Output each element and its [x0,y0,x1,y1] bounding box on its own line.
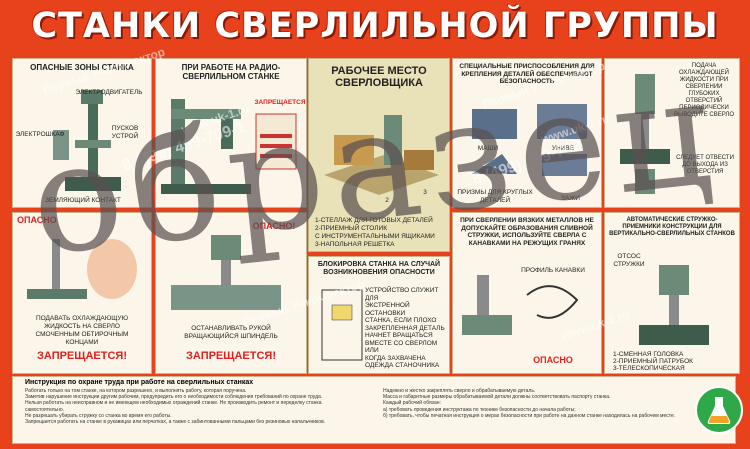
warn-label: ЗАПРЕЩАЕТСЯ [254,99,306,106]
legend-line: 2-ПРИЕМНЫЙ СТОЛИК [315,225,387,232]
legend-line: 1-СМЕННАЯ ГОЛОВКА [613,351,684,358]
panel-coolant-rag: ОПАСНО ПОДАВАТЬ ОХЛАЖДАЮЩУЮ ЖИДКОСТЬ НА … [12,212,152,374]
panel-title: ПРИ СВЕРЛЕНИИ ВЯЗКИХ МЕТАЛЛОВ НЕ ДОПУСКА… [460,217,594,247]
text-line: НАЧНЕТ ВРАЩАТЬСЯ [365,332,433,339]
prohibited-label: ЗАПРЕЩАЕТСЯ! [37,350,127,362]
warn-label: ОПАСНО! [252,221,296,231]
caption-line: ПОДАВАТЬ ОХЛАЖДАЮЩУЮ [35,315,129,322]
text-line: ЗАКРЕПЛЕННАЯ ДЕТАЛЬ [365,324,445,332]
radial-drill-illustration [161,99,297,194]
legend-line: С ИНСТРУМЕНТАЛЬНЫМИ ЯЩИКАМИ [315,233,435,240]
hand-drill-illustration [27,239,137,299]
panel-fixtures: СПЕЦИАЛЬНЫЕ ПРИСПОСОБЛЕНИЯ ДЛЯ КРЕПЛЕНИЯ… [452,58,602,208]
legend-line: 2-ПРИЕМНЫЙ ПАТРУБОК [613,358,693,365]
label-electric-cabinet: ЭЛЕКТРОШКАФ [15,131,65,138]
blocking-diagram [321,289,363,361]
panel-radial-drill: ПРИ РАБОТЕ НА РАДИО-СВЕРЛИЛЬНОМ СТАНКЕ З… [155,58,307,208]
receiver-illustration [639,265,709,345]
instruction-line: б) требовать, чтобы печатная инструкция … [383,412,676,419]
instructions-right: Надежно и жестко закреплять сверло и обр… [383,388,683,419]
panel-workplace: РАБОЧЕЕ МЕСТО СВЕРЛОВЩИКА 2 3 1-СТЕЛЛАЖ … [308,58,450,252]
fixtures-illustration [472,104,587,176]
label-vise: МАШИ [477,145,499,152]
instructions-left: Работать только на том станке, на которо… [25,388,355,425]
text-line: ОДЕЖДА СТАНОЧНИКА [365,362,440,369]
text-line: СТАНКА, ЕСЛИ ПЛОХО [365,317,437,324]
flask-logo-icon [695,386,743,434]
panel-danger-zones: ОПАСНЫЕ ЗОНЫ СТАНКА ЭЛЕКТРОДВИГАТЕЛЬ ПУС… [12,58,152,208]
legend-line: 3-НАПОЛЬНАЯ РЕШЕТКА [315,241,395,248]
label-universal: УНИВЕ [551,145,575,152]
caption-line: ЖИДКОСТЬ НА СВЕРЛО [44,323,120,330]
text-line: ВМЕСТЕ СО СВЕРЛОМ ИЛИ [365,339,438,355]
num-2: 2 [385,197,389,204]
panel-note: СЛЕДУЕТ ОТВЕСТИ ДО ВЫХОДА ИЗ ОТВЕРСТИЯ [676,155,734,175]
instruction-line: Запрещается работать на станке в рукавиц… [25,419,326,426]
instructions-title: Инструкция по охране труда при работе на… [25,379,254,386]
legend-line: 3-ТЕЛЕСКОПИЧЕСКАЯ [613,365,685,372]
prohibited-label: ЗАПРЕЩАЕТСЯ! [186,350,276,362]
warn-label: ОПАСНО [17,215,57,225]
panel-title: СПЕЦИАЛЬНЫЕ ПРИСПОСОБЛЕНИЯ ДЛЯ КРЕПЛЕНИЯ… [459,63,595,85]
instruction-line: Нельзя работать на неисправном и не имею… [25,400,322,413]
num-3: 3 [423,189,427,196]
panel-coolant: ПОДАЧА ОХЛАЖДАЮЩЕЙ ЖИДКОСТИ ПРИ СВЕРЛЕНИ… [604,58,740,208]
panel-chip-receiver: АВТОМАТИЧЕСКИЕ СТРУЖКО-ПРИЕМНИКИ КОНСТРУ… [604,212,740,374]
caption-line: СМОЧЕННЫМ ОБТИРОЧНЫМ [35,331,129,338]
text-line: ЭКСТРЕННОЙ ОСТАНОВКИ [365,302,410,317]
caption-line: КОНЦАМИ [65,339,99,346]
panel-title: АВТОМАТИЧЕСКИЕ СТРУЖКО-ПРИЕМНИКИ КОНСТРУ… [609,217,735,237]
blocking-text: УСТРОЙСТВО СЛУЖИТ ДЛЯ ЭКСТРЕННОЙ ОСТАНОВ… [365,287,447,370]
instruction-line: Каждый рабочий обязан: [383,400,441,407]
label-motor: ЭЛЕКТРОДВИГАТЕЛЬ [75,89,143,96]
panel-blocking: БЛОКИРОВКА СТАНКА НА СЛУЧАЙ ВОЗНИКНОВЕНИ… [308,256,450,374]
caption-line: ОСТАНАВЛИВАТЬ РУКОЙ [191,325,271,332]
instruction-line: Работать только на том станке, на которо… [25,388,247,394]
chip-illustration [462,275,579,335]
panel-chip: ПРИ СВЕРЛЕНИИ ВЯЗКИХ МЕТАЛЛОВ НЕ ДОПУСКА… [452,212,602,374]
warn-label: ОПАСНО [533,355,573,365]
panel-title: ПОДАЧА ОХЛАЖДАЮЩЕЙ ЖИДКОСТИ ПРИ СВЕРЛЕНИ… [674,63,734,118]
panel-title: РАБОЧЕЕ МЕСТО СВЕРЛОВЩИКА [331,65,427,89]
text-line: КОГДА ЗАХВАЧЕНА [365,354,426,362]
instruction-line: а) требовать проведения инструктажа по т… [383,406,576,413]
panel-spindle: ОПАСНО! ОСТАНАВЛИВАТЬ РУКОЙ ВРАЩАЮЩИЙСЯ … [155,212,307,374]
label-prisms: ПРИЗМЫ ДЛЯ КРУГЛЫХ ДЕТАЛЕЙ [457,189,533,204]
flask-icon [707,397,731,424]
panel-title: БЛОКИРОВКА СТАНКА НА СЛУЧАЙ ВОЗНИКНОВЕНИ… [317,261,441,276]
instruction-line: Заметив нарушение инструкции другим рабо… [25,394,323,401]
instruction-line: Не разрешать убирать стружку со станка в… [25,412,172,419]
panel-title: ПРИ РАБОТЕ НА РАДИО-СВЕРЛИЛЬНОМ СТАНКЕ [181,63,281,81]
spindle-illustration [171,235,281,310]
label-clamp: ЗАЖИ [561,195,580,202]
instruction-line: Масса и габаритные размеры обрабатываемо… [383,394,611,401]
panel-title: ОПАСНЫЕ ЗОНЫ СТАНКА [30,63,134,72]
workplace-illustration [324,115,439,195]
label-start-device: ПУСКОВ УСТРОЙ [111,125,139,140]
legend-line: 1-СТЕЛЛАЖ ДЛЯ ГОТОВЫХ ДЕТАЛЕЙ [315,217,433,224]
drill-machine-illustration [53,90,121,191]
text-line: УСТРОЙСТВО СЛУЖИТ ДЛЯ [365,287,439,302]
label-chip-suction: ОТСОС СТРУЖКИ [613,253,645,268]
poster-title: СТАНКИ СВЕРЛИЛЬНОЙ ГРУППЫ [31,6,719,46]
label-ground-contact: ЗЕМЛЯЮЩИЙ КОНТАКТ [45,197,121,204]
caption-line: ВРАЩАЮЩИЙСЯ ШПИНДЕЛЬ [184,333,278,340]
label-groove-profile: ПРОФИЛЬ КАНАВКИ [521,267,585,274]
coolant-illustration [620,74,670,194]
instructions-panel: Инструкция по охране труда при работе на… [12,376,736,444]
instruction-line: Надежно и жестко закреплять сверло и обр… [383,388,536,394]
